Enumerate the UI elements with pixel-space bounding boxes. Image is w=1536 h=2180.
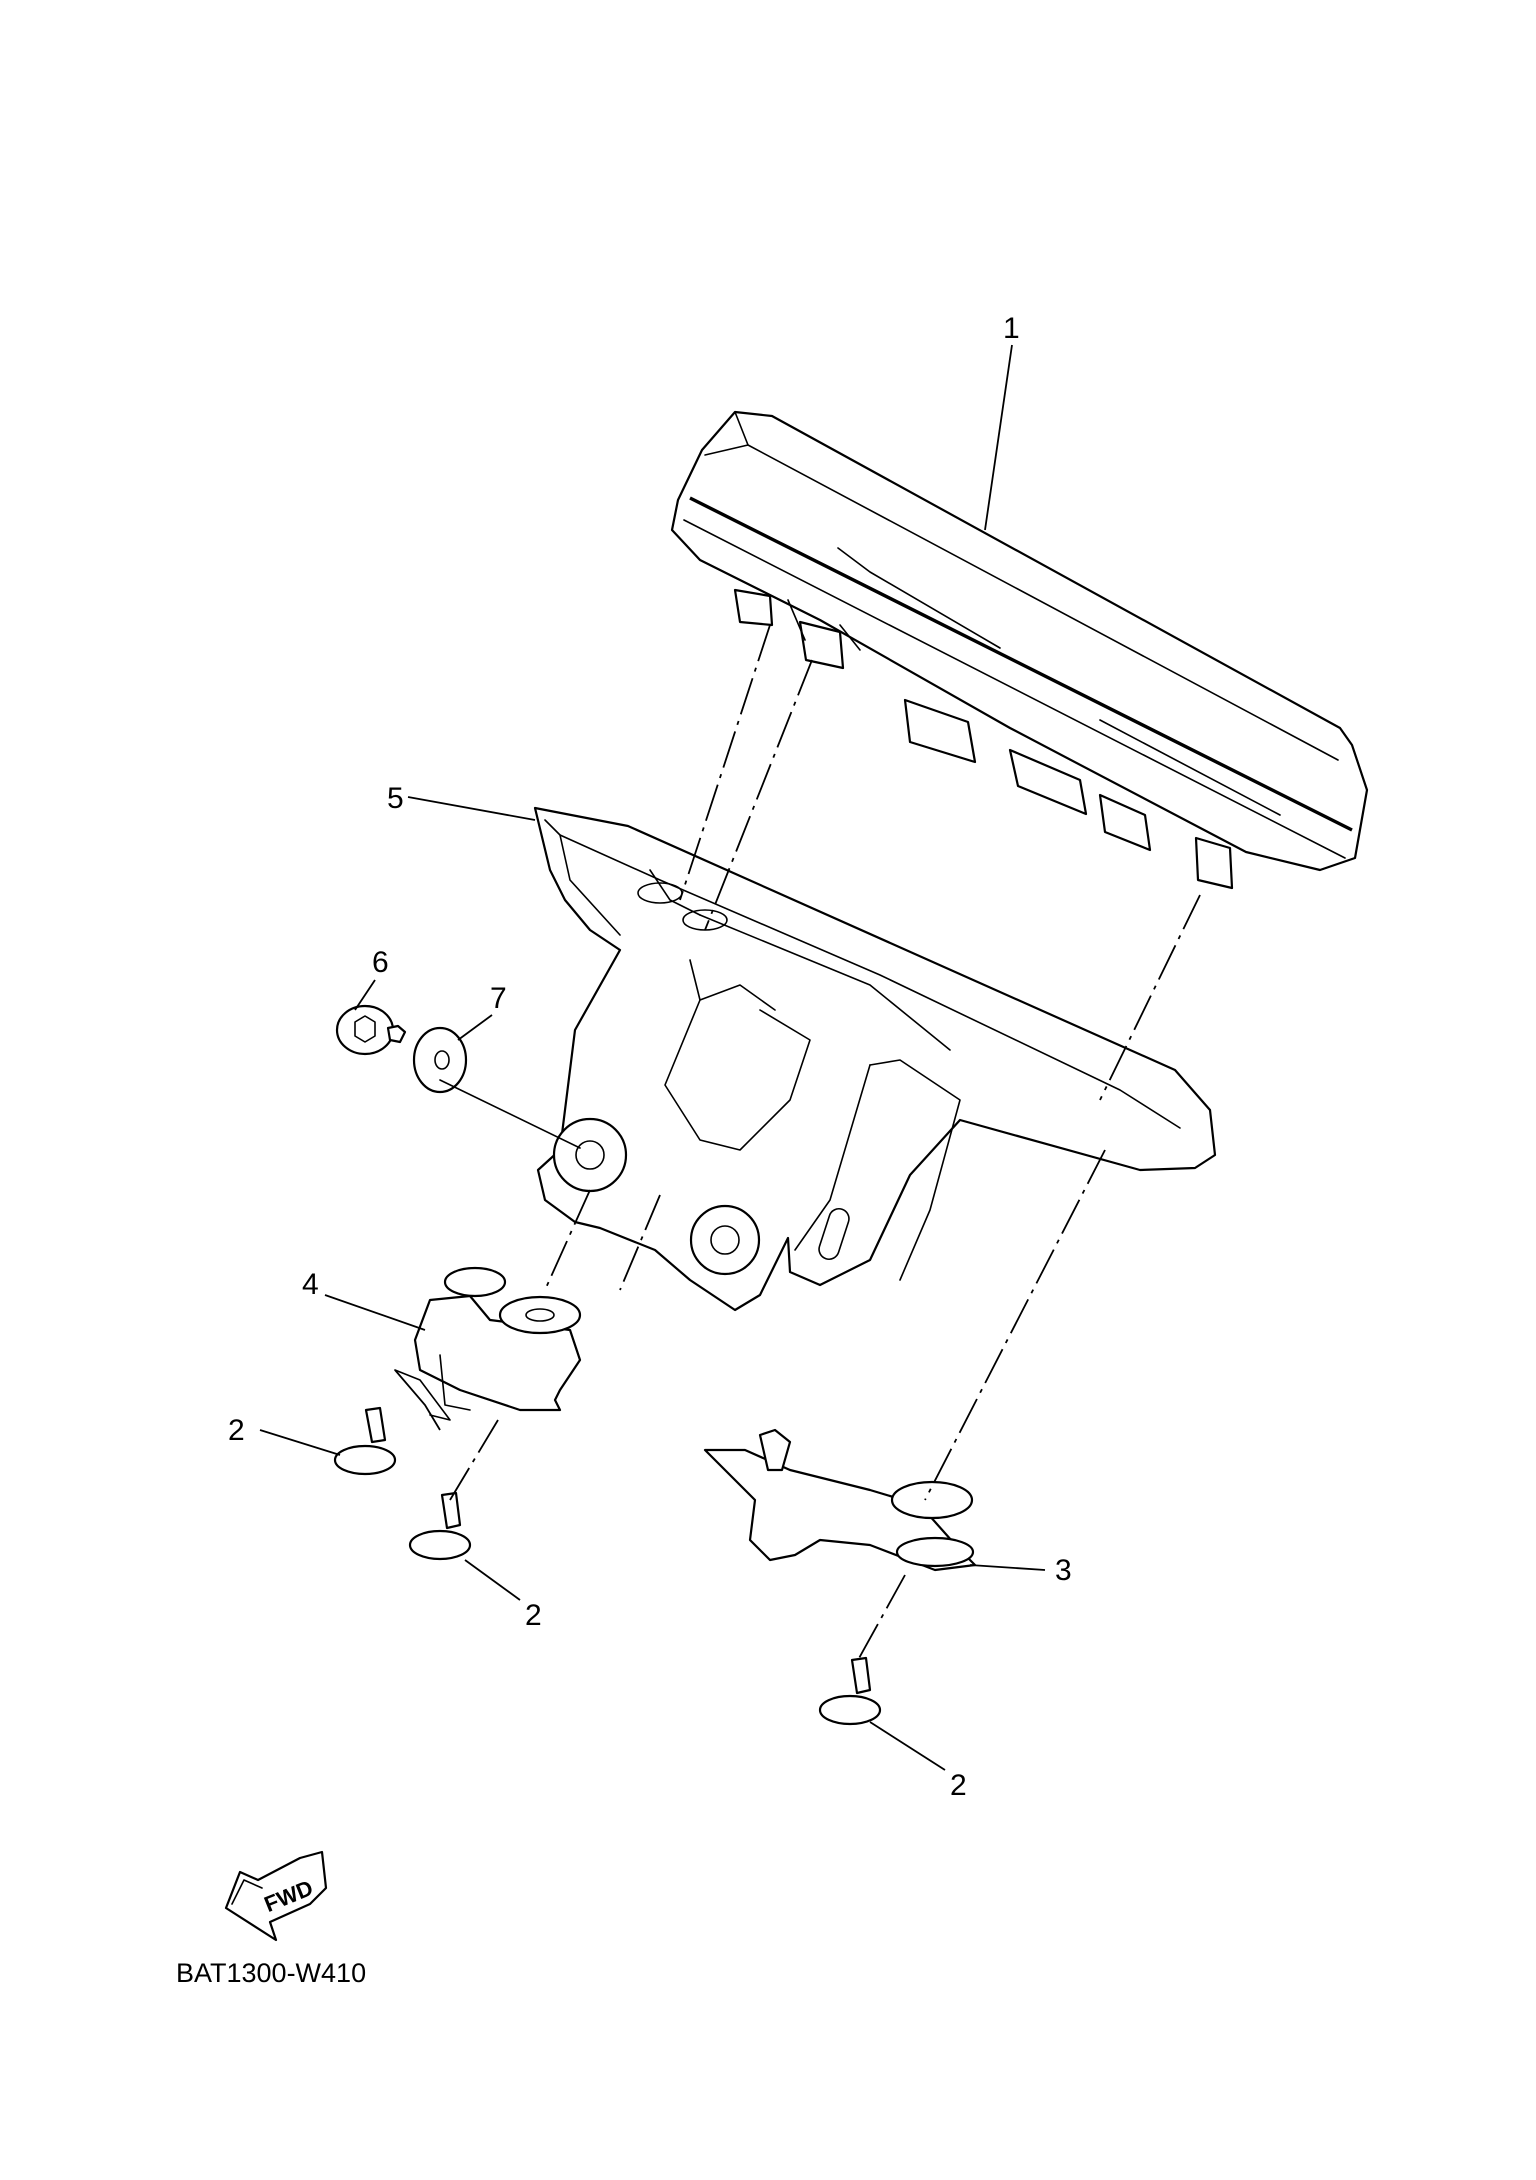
callout-numbers: 1 5 6 7 4 2 2 3 2 [228,312,1072,1802]
callout-5: 5 [387,782,404,815]
callout-1: 1 [1003,312,1020,345]
part-2-screw-middle [408,1491,472,1561]
callout-6: 6 [372,946,389,979]
part-5-meter-bracket [533,806,1217,1312]
fwd-arrow-icon: FWD [224,1850,328,1942]
part-2-screw-left [333,1406,397,1476]
callout-3: 3 [1055,1554,1072,1587]
part-2-screw-right [818,1656,882,1726]
callout-2-right: 2 [950,1769,967,1802]
assembly-lines [394,624,1201,1661]
callout-2-middle: 2 [525,1599,542,1632]
callout-4: 4 [302,1268,319,1301]
callout-7: 7 [490,982,507,1015]
diagram-code: BAT1300-W410 [176,1958,366,1988]
part-7-washer [412,1026,468,1094]
callout-2-left: 2 [228,1414,245,1447]
part-4-damper [394,1266,582,1421]
part-3-bracket [703,1428,977,1572]
part-6-bolt [335,1004,407,1056]
part-1-meter-assembly [670,410,1369,890]
callout-leaders [259,344,1046,1771]
